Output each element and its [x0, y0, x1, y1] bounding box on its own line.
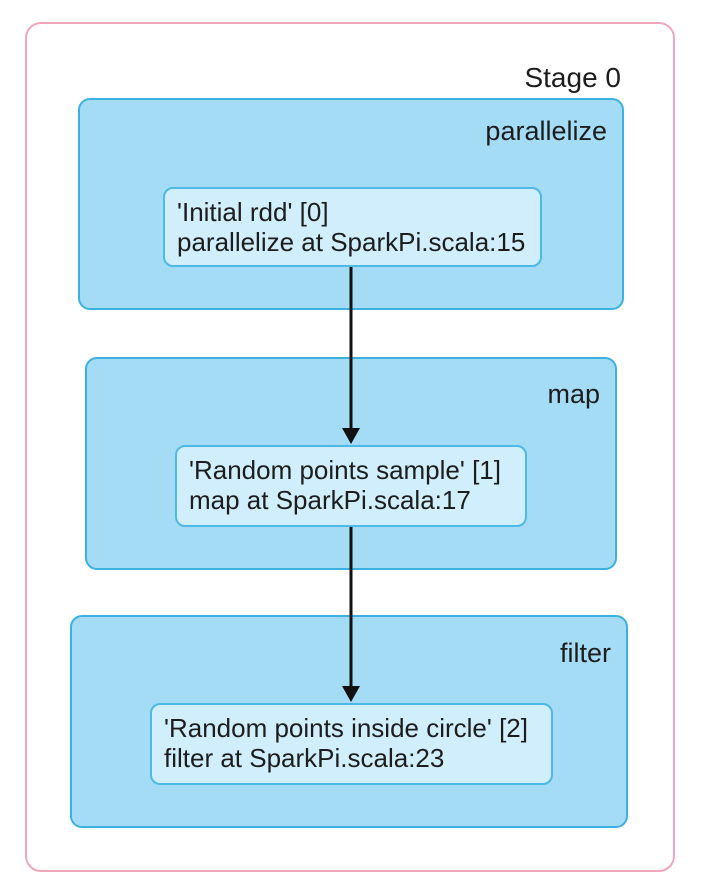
operation-label-parallelize: parallelize	[485, 116, 607, 146]
rdd-name: 'Random points inside circle' [2]	[164, 713, 528, 743]
rdd-node-random-points-sample[interactable]: 'Random points sample' [1] map at SparkP…	[175, 445, 527, 527]
rdd-node-random-points-inside-circle[interactable]: 'Random points inside circle' [2] filter…	[150, 703, 553, 785]
rdd-node-initial-rdd[interactable]: 'Initial rdd' [0] parallelize at SparkPi…	[163, 187, 542, 267]
stage-title: Stage 0	[524, 62, 621, 93]
rdd-callsite: filter at SparkPi.scala:23	[164, 743, 445, 773]
rdd-callsite: map at SparkPi.scala:17	[189, 485, 471, 515]
operation-label-map: map	[547, 379, 600, 409]
rdd-name: 'Initial rdd' [0]	[177, 197, 329, 227]
operation-label-filter: filter	[559, 638, 611, 668]
rdd-callsite: parallelize at SparkPi.scala:15	[177, 227, 526, 257]
rdd-name: 'Random points sample' [1]	[189, 455, 501, 485]
